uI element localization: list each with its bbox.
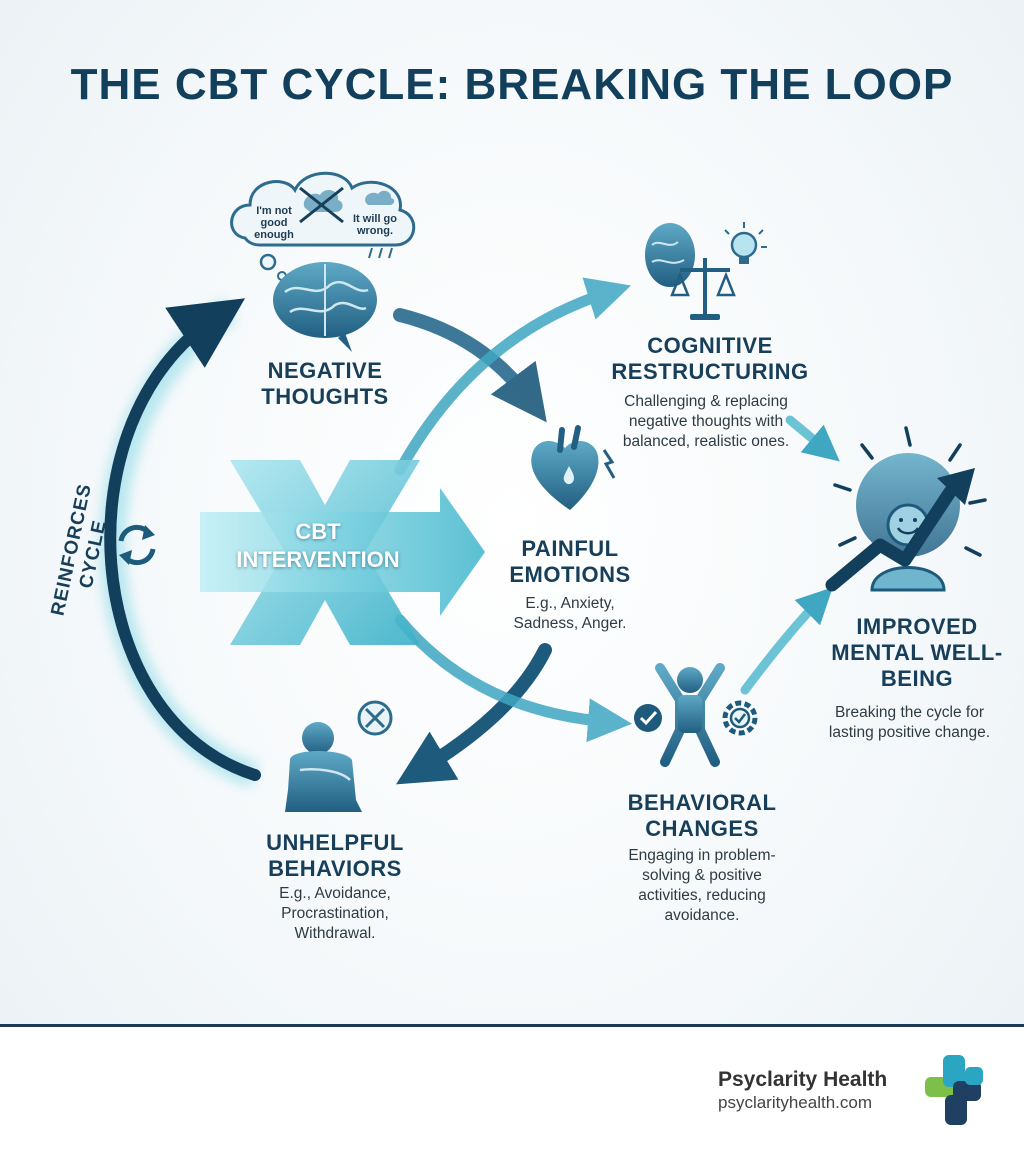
unhelpful-behaviors-desc: E.g., Avoidance, Procrastination, Withdr… [279,885,391,942]
improved-wellbeing-title: IMPROVED MENTAL WELL-BEING [831,614,1003,691]
brain-icon [273,262,377,352]
thought-bubble-left-text: I'm not good enough [254,205,294,241]
psyclarity-logo-icon [925,1055,983,1125]
behavioral-changes-title: BEHAVIORAL CHANGES [627,790,777,841]
gear-icon [722,700,758,736]
heart-icon [531,425,616,510]
emotions-to-behaviors-arrow [395,643,552,785]
thought-cloud-icon [230,171,416,281]
brand-url[interactable]: psyclarityhealth.com [718,1093,873,1112]
to-restructuring-arrow [394,277,632,476]
thoughts-to-emotions-arrow [393,308,547,423]
behavioral-to-wellbeing-arrow [740,587,833,695]
restructuring-to-wellbeing-arrow [785,415,840,462]
cognitive-restructuring-desc: Challenging & replacing negative thought… [622,393,790,450]
footer-divider [0,1024,1024,1027]
brain-scale-bulb-icon [645,222,767,320]
active-person-icon [655,663,725,767]
unhelpful-behaviors-title: UNHELPFUL BEHAVIORS [266,830,404,881]
cycle-refresh-icon [118,524,156,566]
check-circle-icon [634,704,662,732]
negative-thoughts-title: NEGATIVE THOUGHTS [261,358,389,409]
page-title: THE CBT CYCLE: BREAKING THE LOOP [70,60,954,109]
cloud-crossed-icon [299,186,344,224]
improved-wellbeing-desc: Breaking the cycle for lasting positive … [828,704,991,741]
intervention-x-icon [200,460,485,645]
reinforce-cycle-arrow [104,298,261,781]
behavioral-changes-desc: Engaging in problem-solving & positive a… [628,847,776,924]
cognitive-restructuring-title: COGNITIVE RESTRUCTURING [611,333,809,384]
painful-emotions-title: PAINFUL EMOTIONS [509,536,631,587]
to-behavioral-arrow [394,614,632,743]
rain-cloud-icon [365,190,395,259]
cbt-intervention-label: CBT INTERVENTION [236,519,400,572]
painful-emotions-desc: E.g., Anxiety, Sadness, Anger. [513,595,627,632]
thought-bubble-right-text: It will go wrong. [353,213,397,237]
happy-person-rising-icon [825,426,987,592]
diagram-graphics [99,171,987,812]
footer-graphics [925,1055,983,1125]
footer [0,1027,1024,1154]
brand-name: Psyclarity Health [718,1068,888,1091]
sitting-person-icon [285,700,393,812]
